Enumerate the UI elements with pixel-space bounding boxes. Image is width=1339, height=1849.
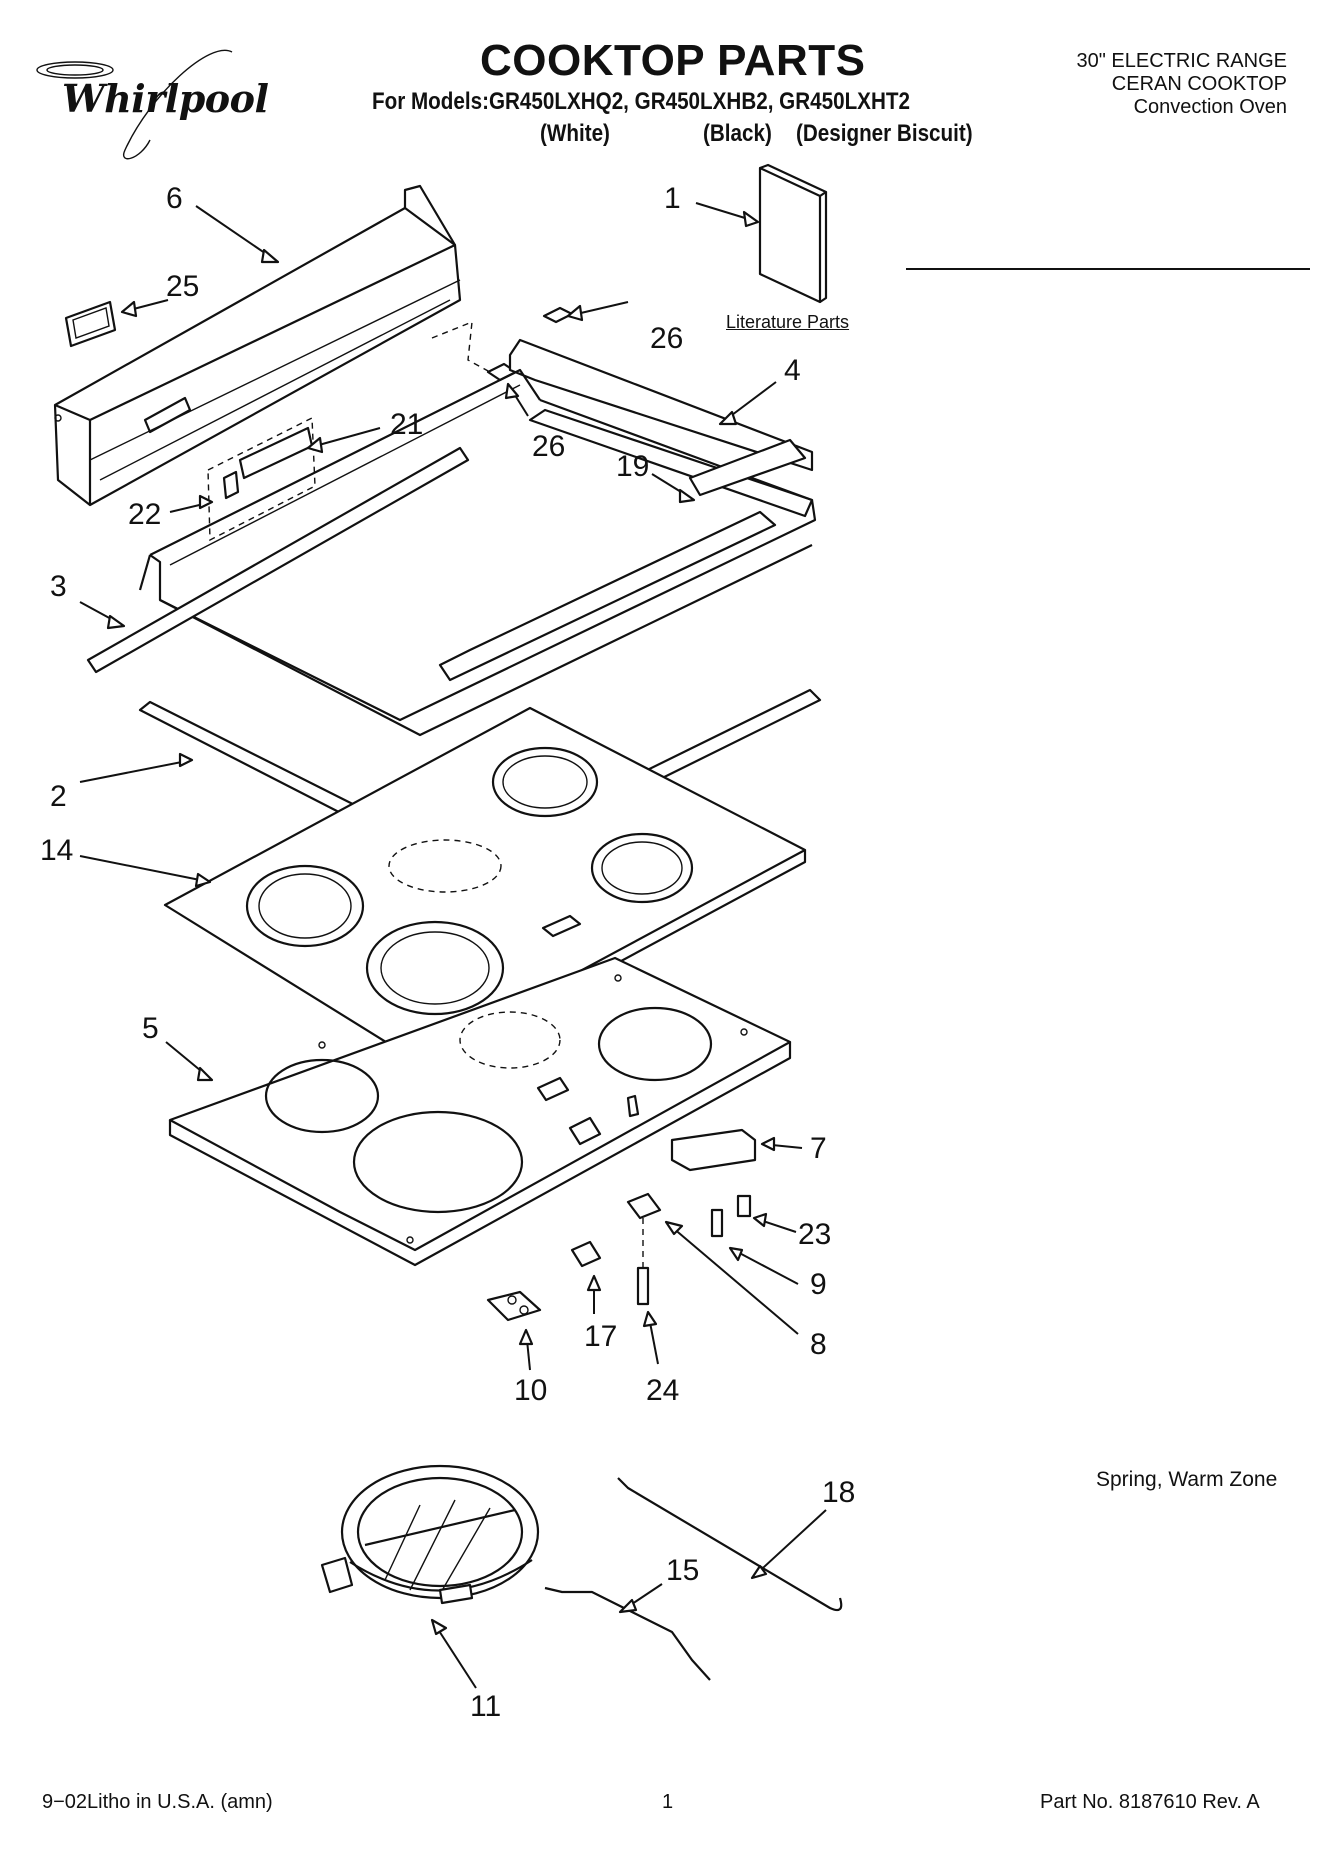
variant-black: (Black) [703,120,772,147]
callout-18: 18 [822,1476,856,1509]
oven-type: Convection Oven [1133,96,1287,118]
callout-5: 5 [142,1012,159,1045]
switch-subassembly [207,416,316,542]
callout-24: 24 [646,1374,680,1407]
brand-logo: Whirlpool [62,76,269,121]
leader-lines [79,202,827,1689]
screw-24 [636,1218,650,1306]
callout-10: 10 [514,1374,548,1407]
variant-white: (White) [540,120,610,147]
trim-strip-3 [86,446,470,674]
callout-9: 9 [810,1268,827,1301]
wiring-harness-10 [486,1290,542,1322]
callout-22: 22 [128,498,162,531]
divider-rule [906,268,1310,270]
callout-23: 23 [798,1218,832,1251]
clip-8 [626,1192,662,1220]
page-number: 1 [662,1791,674,1813]
bracket-7 [670,1128,757,1172]
callout-3: 3 [50,570,67,603]
callout-19: 19 [616,450,650,483]
radiant-element-11 [320,1464,540,1605]
model-numbers: For Models:GR450LXHQ2, GR450LXHB2, GR450… [372,88,910,115]
callout-25: 25 [166,270,200,303]
ceramic-glass-top [163,706,807,1074]
callout-15: 15 [666,1554,700,1587]
cooktop-frame [138,338,817,737]
litho-note: 9−02Litho in U.S.A. (amn) [42,1791,273,1813]
callout-17: 17 [584,1320,618,1353]
callout-14: 14 [40,834,74,867]
callout-4: 4 [784,354,801,387]
callout-2: 2 [50,780,67,813]
part-number: Part No. 8187610 Rev. A [1040,1791,1260,1813]
variant-designer-biscuit: (Designer Biscuit) [796,120,973,147]
range-type: 30" ELECTRIC RANGE [1076,50,1288,72]
screws-9-23 [710,1194,752,1238]
spring-warm-zone-label: Spring, Warm Zone [1096,1468,1278,1491]
spring-warm-zone-18 [617,1477,843,1612]
wire-15 [544,1586,711,1681]
literature-booklet [758,163,828,304]
callout-8: 8 [810,1328,827,1361]
callout-26-bottom: 26 [532,430,566,463]
callout-7: 7 [810,1132,827,1165]
callout-26-top: 26 [650,322,684,355]
callout-21: 21 [390,408,424,441]
control-panel-backguard [53,184,462,507]
whirlpool-logo-swirl [36,49,233,160]
cooktop-pan [168,956,792,1267]
callout-6: 6 [166,182,183,215]
page-title: COOKTOP PARTS [480,36,866,85]
cooktop-type: CERAN COOKTOP [1111,73,1287,95]
callout-1: 1 [664,182,681,215]
callout-11: 11 [470,1690,502,1723]
badge-part [64,300,117,348]
literature-parts-label: Literature Parts [726,312,850,332]
clip-17 [570,1240,602,1268]
